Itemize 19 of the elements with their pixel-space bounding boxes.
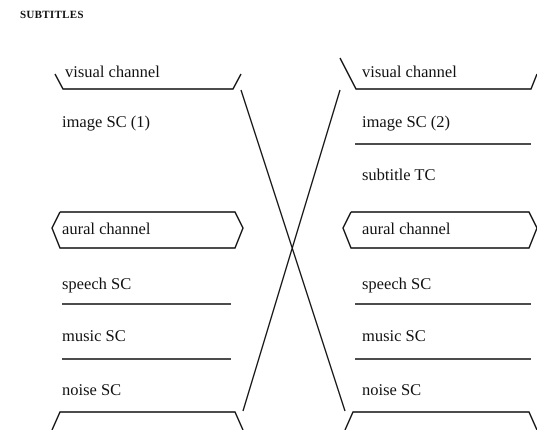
- item-label: subtitle TC: [362, 165, 436, 185]
- item-label: music SC: [362, 326, 426, 346]
- channel-header: [340, 58, 537, 90]
- item-label: visual channel: [65, 62, 160, 82]
- item-label: speech SC: [362, 274, 432, 294]
- item-label: aural channel: [362, 219, 450, 239]
- item-label: aural channel: [62, 219, 150, 239]
- item-label: visual channel: [362, 62, 457, 82]
- item-label: noise SC: [62, 380, 122, 400]
- diagram-title: SUBTITLES: [20, 9, 84, 21]
- bracket-outline: [345, 411, 537, 430]
- item-label: speech SC: [62, 274, 132, 294]
- channel-header: [343, 211, 537, 249]
- channel-header: [52, 211, 243, 249]
- bracket-outline: [52, 411, 243, 430]
- item-label: image SC (2): [362, 112, 450, 132]
- item-label: image SC (1): [62, 112, 150, 132]
- item-label: noise SC: [362, 380, 422, 400]
- item-label: music SC: [62, 326, 126, 346]
